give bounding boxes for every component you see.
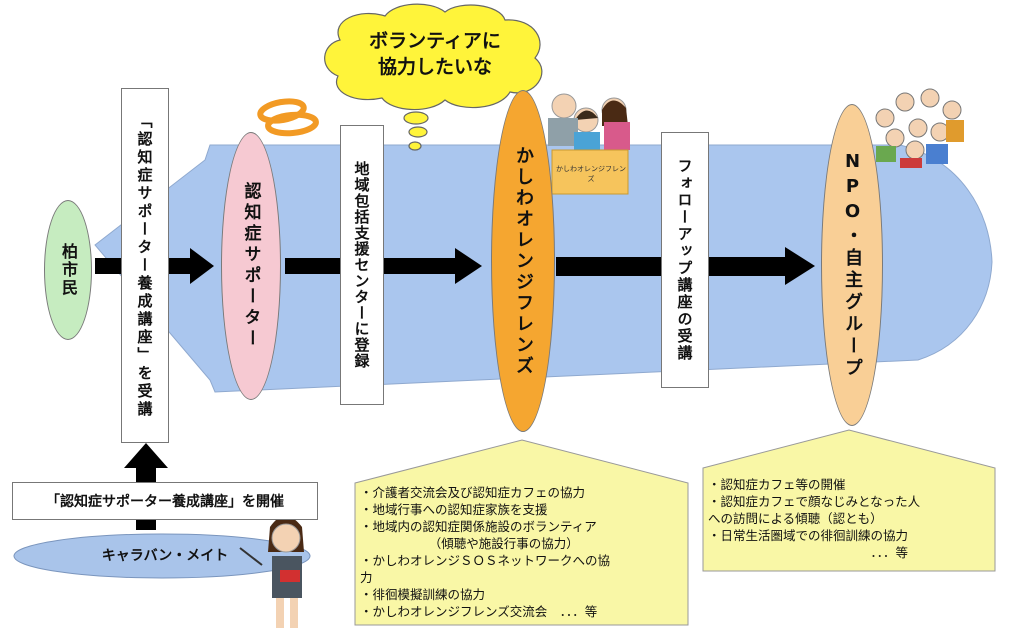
orange-friends-label: かしわオレンジフレンズ bbox=[513, 145, 534, 377]
orange-note-4: （傾聴や施設行事の協力） bbox=[360, 536, 579, 551]
npo-note-1: ・認知症カフェ等の開催 bbox=[708, 477, 846, 492]
presenter-illustration bbox=[239, 516, 304, 628]
followup-label: フォローアップ講座の受講 bbox=[675, 158, 694, 362]
thought-bubble-shape bbox=[324, 3, 543, 151]
npo-notes: ・認知症カフェ等の開催 ・認知症カフェで顔なじみとなった人 への訪問による傾聴（… bbox=[708, 476, 993, 561]
thought-line-2: 協力したいな bbox=[377, 56, 492, 78]
orange-note-shape bbox=[354, 439, 689, 626]
npo-note-3: への訪問による傾聴（認とも） bbox=[708, 511, 883, 526]
npo-node: NPO・自主グループ bbox=[821, 104, 883, 426]
sign-label: かしわオレンジフレンズ bbox=[556, 165, 626, 183]
orange-note-8: ・かしわオレンジフレンズ交流会 ．．．等 bbox=[360, 604, 598, 619]
thought-line-1: ボランティアに bbox=[369, 30, 501, 52]
caravan-mate-label: キャラバン・メイト bbox=[101, 548, 229, 564]
training-course-label: 「認知症サポーター養成講座」を受講 bbox=[135, 112, 154, 419]
orange-note-5: ・かしわオレンジＳＯＳネットワークへの協 bbox=[360, 553, 611, 568]
orange-note-6: 力 bbox=[360, 570, 373, 585]
thought-bubble: ボランティアに 協力したいな bbox=[350, 28, 520, 80]
orange-bracelet-icon bbox=[257, 98, 319, 137]
followup-box: フォローアップ講座の受講 bbox=[661, 132, 709, 388]
register-box: 地域包括支援センターに登録 bbox=[340, 125, 384, 405]
crowd-illustration bbox=[875, 88, 964, 168]
npo-note-shape bbox=[702, 429, 996, 572]
training-course-box: 「認知症サポーター養成講座」を受講 bbox=[121, 88, 169, 443]
npo-label: NPO・自主グループ bbox=[842, 150, 863, 380]
register-label: 地域包括支援センターに登録 bbox=[352, 161, 371, 369]
orange-notes: ・介護者交流会及び認知症カフェの協力 ・地域行事への認知症家族を支援 ・地域内の… bbox=[360, 484, 686, 620]
supporter-label: 認知症サポーター bbox=[240, 182, 261, 350]
held-course-box: 「認知症サポーター養成講座」を開催 bbox=[12, 482, 318, 520]
orange-note-2: ・地域行事への認知症家族を支援 bbox=[360, 502, 548, 517]
npo-note-2: ・認知症カフェで顔なじみとなった人 bbox=[708, 494, 921, 509]
orange-note-7: ・徘徊模擬訓練の協力 bbox=[360, 587, 486, 602]
citizen-node: 柏市民 bbox=[44, 200, 92, 340]
volunteer-sign bbox=[551, 149, 629, 195]
orange-friends-node: かしわオレンジフレンズ bbox=[491, 90, 555, 432]
npo-note-4: ・日常生活圏域での徘徊訓練の協力 bbox=[708, 528, 909, 543]
caravan-mate-oval bbox=[13, 533, 311, 579]
orange-note-3: ・地域内の認知症関係施設のボランティア bbox=[360, 519, 597, 534]
orange-note-1: ・介護者交流会及び認知症カフェの協力 bbox=[360, 485, 586, 500]
supporter-node: 認知症サポーター bbox=[221, 132, 281, 400]
npo-note-5: ．．．等 bbox=[708, 545, 909, 560]
volunteers-illustration bbox=[548, 93, 630, 195]
held-course-label: 「認知症サポーター養成講座」を開催 bbox=[46, 494, 284, 510]
citizen-label: 柏市民 bbox=[59, 243, 78, 297]
